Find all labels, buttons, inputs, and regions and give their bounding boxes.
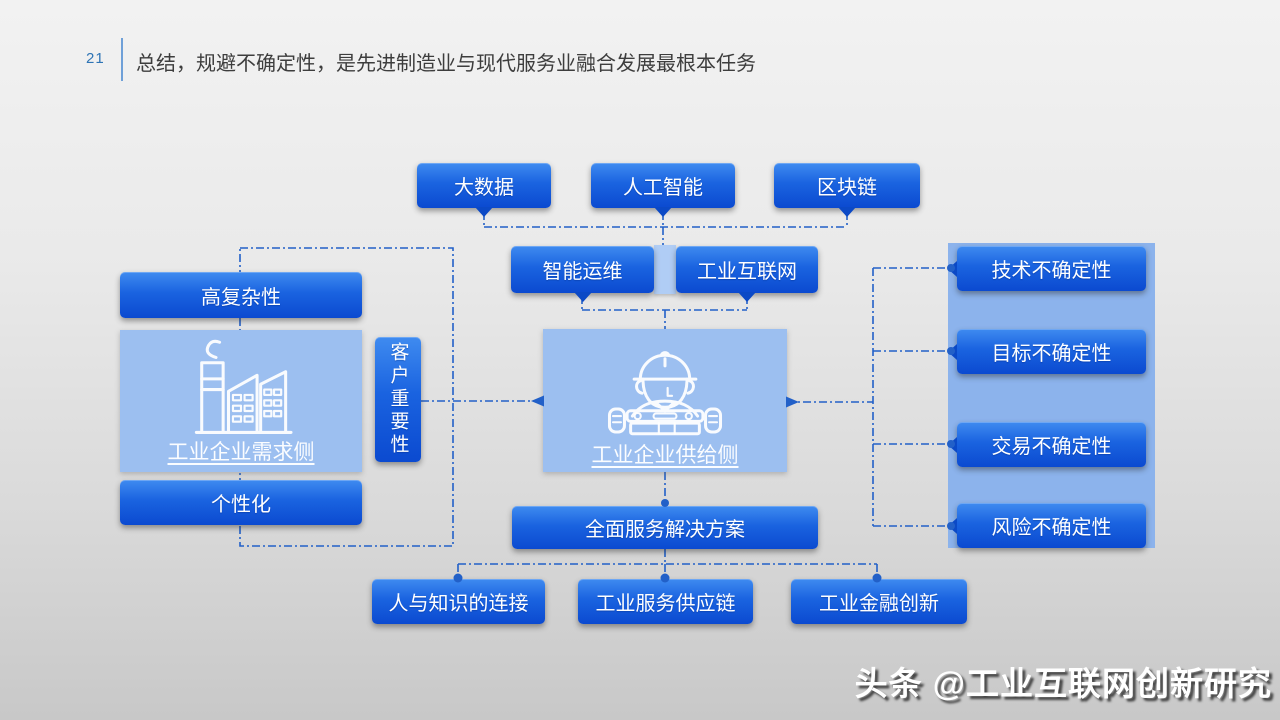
node-risk-uncertainty: 风险不确定性 bbox=[957, 503, 1146, 548]
page-number: 21 bbox=[86, 50, 105, 67]
node-artificial-intelligence: 人工智能 bbox=[591, 163, 735, 208]
demand-side-label: 工业企业需求侧 bbox=[167, 441, 315, 464]
node-full-service-solution: 全面服务解决方案 bbox=[512, 506, 818, 549]
node-big-data: 大数据 bbox=[417, 163, 551, 208]
node-blockchain: 区块链 bbox=[774, 163, 920, 208]
node-customer-importance: 客户重要性 bbox=[375, 337, 421, 462]
node-personalization: 个性化 bbox=[120, 480, 362, 525]
node-industrial-service-supply-chain: 工业服务供应链 bbox=[578, 579, 753, 624]
node-industrial-finance-innovation: 工业金融创新 bbox=[791, 579, 967, 624]
header-divider bbox=[121, 38, 123, 81]
uncertainty-panel bbox=[948, 243, 1155, 548]
node-people-knowledge-connection: 人与知识的连接 bbox=[372, 579, 545, 624]
watermark: 头条 @工业互联网创新研究 bbox=[854, 665, 1272, 702]
node-high-complexity: 高复杂性 bbox=[120, 272, 362, 318]
supply-side-label: 工业企业供给侧 bbox=[591, 444, 739, 467]
node-intelligent-operations: 智能运维 bbox=[511, 246, 654, 293]
worker-icon bbox=[585, 329, 745, 439]
demand-side-box: 工业企业需求侧 bbox=[120, 330, 362, 472]
tech-row-connector-strip bbox=[654, 245, 676, 294]
node-transaction-uncertainty: 交易不确定性 bbox=[957, 422, 1146, 467]
node-industrial-internet: 工业互联网 bbox=[676, 246, 818, 293]
slide-title: 总结，规避不确定性，是先进制造业与现代服务业融合发展最根本任务 bbox=[136, 53, 756, 75]
supply-side-box: 工业企业供给侧 bbox=[543, 329, 787, 472]
node-technology-uncertainty: 技术不确定性 bbox=[957, 246, 1146, 291]
node-goal-uncertainty: 目标不确定性 bbox=[957, 329, 1146, 374]
factory-icon bbox=[166, 330, 316, 436]
